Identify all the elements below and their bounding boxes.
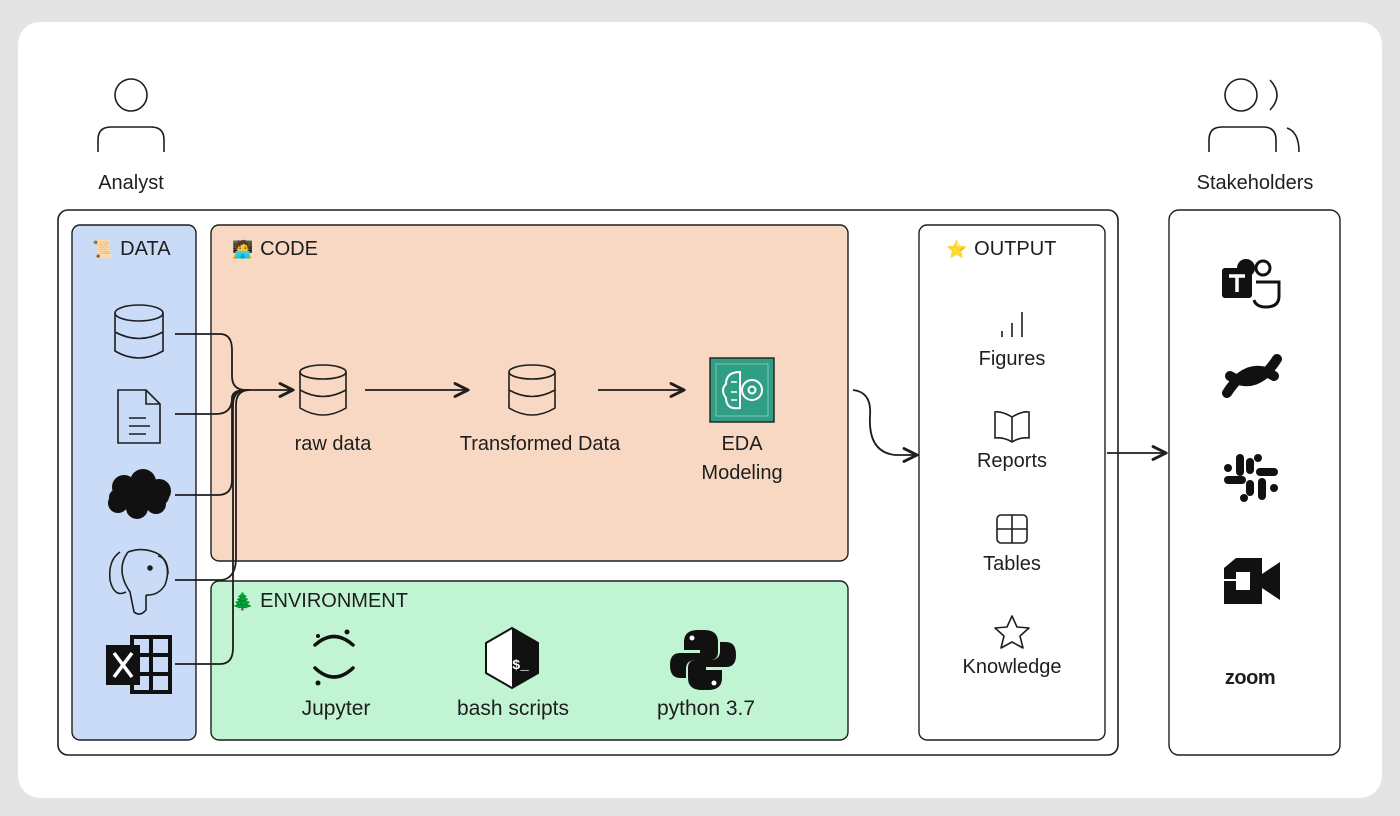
technologist-emoji-icon: 🧑‍💻 <box>232 239 254 259</box>
bash-icon: $_ <box>485 626 539 690</box>
transformed-data-database-icon <box>508 364 556 416</box>
code-to-output-arrow <box>852 389 917 455</box>
analyst-label: Analyst <box>98 172 164 194</box>
python-label: python 3.7 <box>656 697 756 720</box>
python-icon <box>670 630 736 690</box>
eda-label-line1: EDA <box>721 433 763 455</box>
data-panel-title: 📜 DATA <box>92 238 171 261</box>
environment-panel-title-text: ENVIRONMENT <box>260 590 408 612</box>
svg-text:$_: $_ <box>512 658 529 674</box>
environment-panel-title: 🌲 ENVIRONMENT <box>232 590 408 613</box>
pipeline-container <box>57 209 1119 756</box>
document-icon <box>117 389 161 444</box>
output-panel <box>918 224 1106 741</box>
jupyter-label: Jupyter <box>301 697 371 720</box>
scroll-emoji-icon: 📜 <box>92 239 114 259</box>
database-icon <box>114 304 164 359</box>
tables-label: Tables <box>983 553 1041 575</box>
google-meet-icon <box>1224 558 1280 604</box>
output-panel-title: ⭐ OUTPUT <box>946 238 1056 261</box>
output-panel-title-text: OUTPUT <box>974 238 1057 260</box>
bash-scripts-label: bash scripts <box>456 697 570 720</box>
bar-chart-icon <box>1001 312 1023 337</box>
confluence-icon <box>1222 354 1282 398</box>
eda-label-line2: Modeling <box>701 462 783 484</box>
postgresql-elephant-icon <box>108 548 169 615</box>
salesforce-cloud-icon <box>108 469 171 519</box>
star-icon <box>994 615 1030 649</box>
code-panel-title: 🧑‍💻 CODE <box>232 238 318 261</box>
eda-brain-icon <box>709 357 775 423</box>
reports-label: Reports <box>976 450 1048 472</box>
star-emoji-icon: ⭐ <box>946 239 968 259</box>
stakeholders-label: Stakeholders <box>1196 172 1314 194</box>
raw-data-database-icon <box>299 364 347 416</box>
stakeholder-panel <box>1168 209 1341 756</box>
knowledge-label: Knowledge <box>962 656 1062 678</box>
evergreen-tree-emoji-icon: 🌲 <box>232 591 254 611</box>
raw-data-label: raw data <box>294 433 372 455</box>
slack-icon <box>1224 454 1278 502</box>
code-panel-title-text: CODE <box>260 238 318 260</box>
teams-icon <box>1222 259 1281 309</box>
book-icon <box>994 411 1030 443</box>
figures-label: Figures <box>978 348 1046 370</box>
stakeholders-group-icon <box>1208 78 1300 153</box>
jupyter-icon <box>313 629 355 686</box>
code-panel <box>210 224 849 562</box>
data-source-connectors <box>175 333 293 665</box>
transformed-data-label: Transformed Data <box>459 433 621 455</box>
table-icon <box>996 514 1028 544</box>
excel-icon <box>106 635 172 694</box>
data-panel-title-text: DATA <box>120 238 171 260</box>
analyst-person-icon <box>97 78 165 152</box>
zoom-logo: zoom <box>1224 667 1276 689</box>
